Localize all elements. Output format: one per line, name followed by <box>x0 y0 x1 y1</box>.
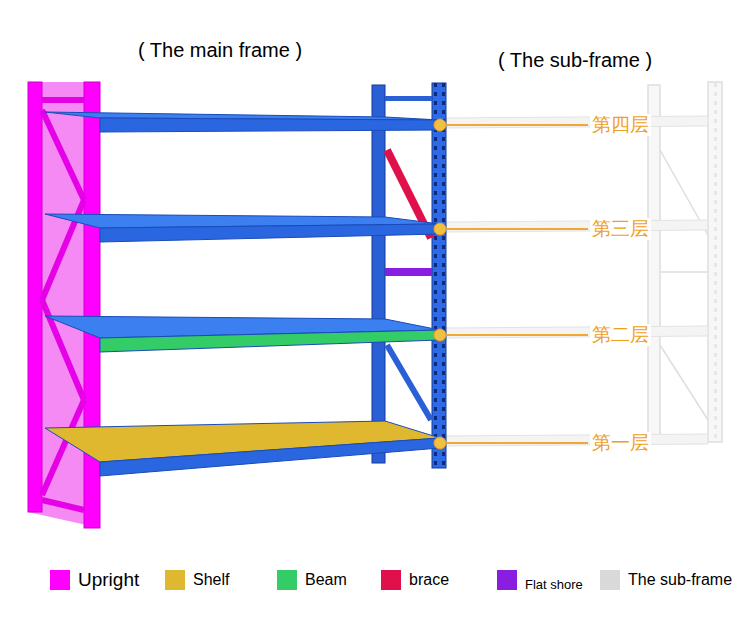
leader-lines <box>434 119 588 449</box>
front-beam <box>100 438 440 476</box>
leader-line <box>446 124 588 126</box>
legend-swatch <box>277 570 297 590</box>
sub-frame-beam <box>446 116 708 128</box>
sub-frame-ghost <box>648 82 722 442</box>
sub-frame-beam <box>446 220 708 232</box>
leader-line <box>446 334 588 336</box>
flat-shore <box>385 268 432 276</box>
legend-swatch <box>497 570 517 590</box>
leader-dot <box>434 329 446 341</box>
legend-text: The sub-frame <box>628 571 732 589</box>
front-beam <box>100 224 440 242</box>
frame-title: ( The sub-frame ) <box>498 49 652 72</box>
upright <box>28 82 100 528</box>
legend-text: Upright <box>78 569 139 591</box>
legend-text: Flat shore <box>525 577 583 592</box>
legend-swatch <box>381 570 401 590</box>
legend-swatch <box>600 570 620 590</box>
sub-frame-shelves <box>446 116 708 446</box>
legend-text: brace <box>409 571 449 589</box>
frame-title: ( The main frame ) <box>138 39 302 62</box>
leader-line <box>446 442 588 444</box>
legend-swatch <box>165 570 185 590</box>
right-frame <box>372 83 446 468</box>
front-beam <box>100 330 440 352</box>
layer-label: 第一层 <box>590 432 651 454</box>
sub-frame-beam <box>446 434 708 446</box>
legend-text: Shelf <box>193 571 229 589</box>
layer-label: 第二层 <box>590 324 651 346</box>
layer-label: 第四层 <box>590 114 651 136</box>
front-beam <box>100 118 440 132</box>
leader-dot <box>434 119 446 131</box>
leader-line <box>446 228 588 230</box>
leader-dot <box>434 437 446 449</box>
legend-swatch <box>50 570 70 590</box>
legend-text: Beam <box>305 571 347 589</box>
sub-frame-beam <box>446 326 708 338</box>
layer-label: 第三层 <box>590 218 651 240</box>
shelf-levels <box>45 112 440 476</box>
leader-dot <box>434 223 446 235</box>
